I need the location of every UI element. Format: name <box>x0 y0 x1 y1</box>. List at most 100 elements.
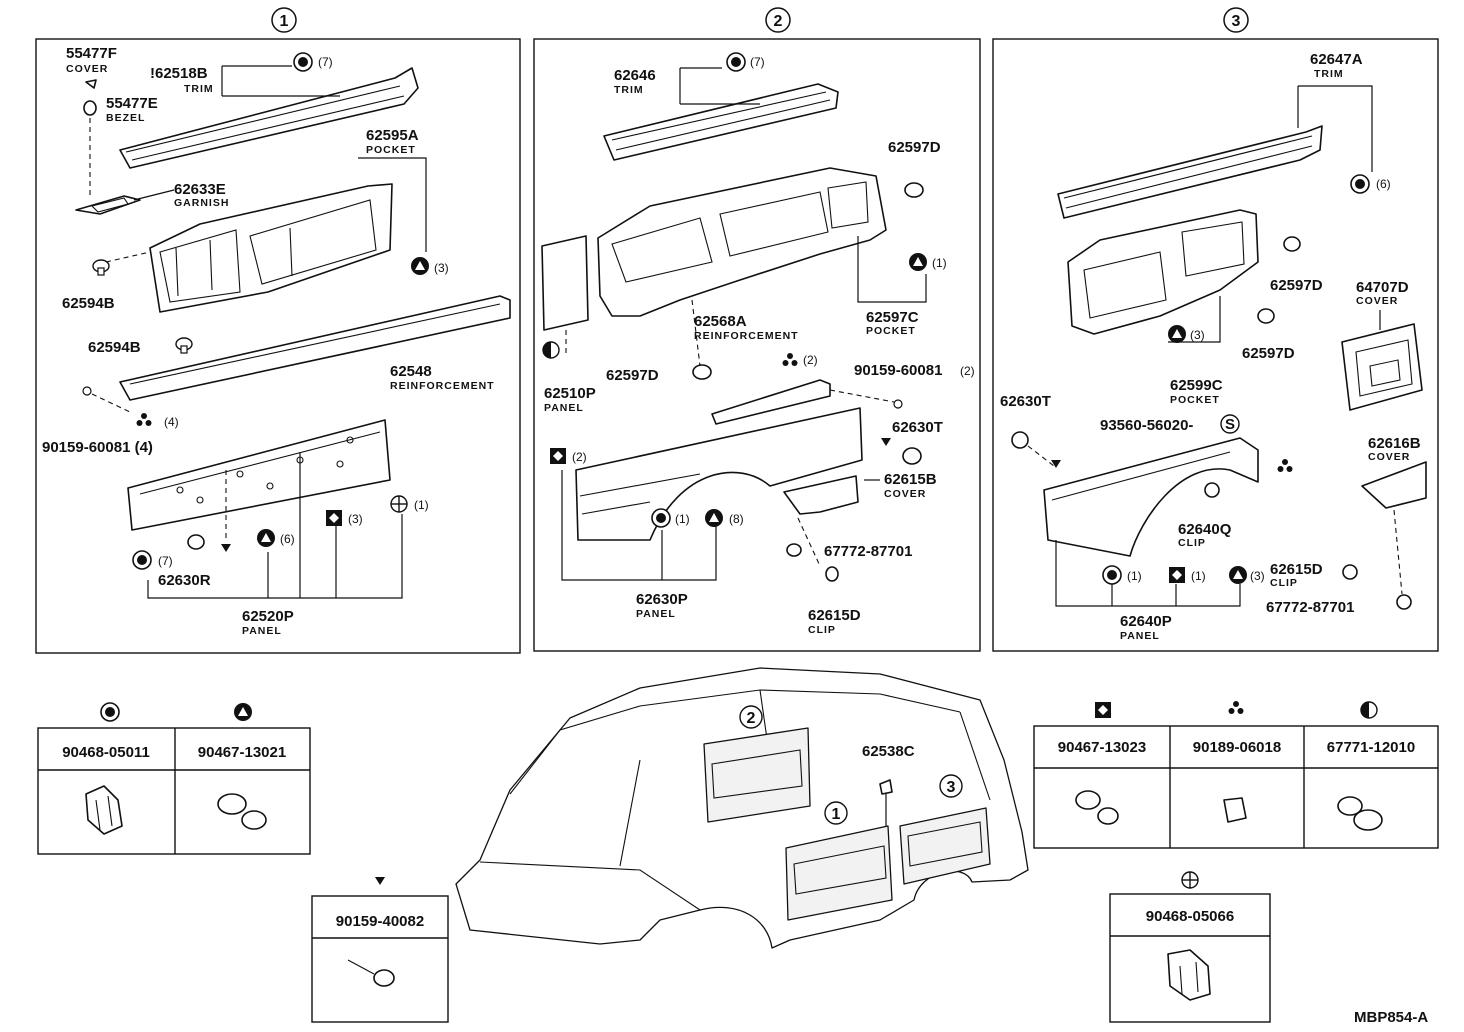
car-panel-3 <box>899 807 991 885</box>
panel-62630P <box>575 407 863 541</box>
svg-text:REINFORCEMENT: REINFORCEMENT <box>390 380 495 392</box>
panel-3: 62647A TRIM (6) 62597D 62597D 64707D COV… <box>1000 51 1427 642</box>
svg-text:POCKET: POCKET <box>366 144 416 156</box>
svg-text:BEZEL: BEZEL <box>106 112 145 124</box>
svg-text:62568A: 62568A <box>694 313 747 330</box>
svg-text:REINFORCEMENT: REINFORCEMENT <box>694 330 799 342</box>
svg-text:62615B: 62615B <box>884 471 937 488</box>
pocket-62597C <box>597 167 887 317</box>
panel-62520P <box>127 419 391 531</box>
svg-text:PANEL: PANEL <box>1120 630 1160 642</box>
panel-2: 62646 TRIM (7) 62597D (1) 62597C POCKET … <box>541 52 975 636</box>
trim-62647A <box>1057 125 1323 219</box>
cover-62615B <box>783 475 859 515</box>
svg-text:2: 2 <box>774 13 783 30</box>
svg-text:2: 2 <box>747 710 756 727</box>
svg-text:90159-60081: 90159-60081 <box>854 362 942 379</box>
cover-62616B <box>1361 461 1427 509</box>
legend-screw: 90159-40082 <box>311 877 449 1023</box>
svg-text:90159-40082: 90159-40082 <box>336 913 424 930</box>
svg-text:62615D: 62615D <box>1270 561 1323 578</box>
svg-text:55477F: 55477F <box>66 45 117 62</box>
svg-text:62646: 62646 <box>614 67 656 84</box>
svg-text:90467-13023: 90467-13023 <box>1058 739 1146 756</box>
reinforcement-62568A <box>711 379 831 425</box>
svg-text:64707D: 64707D <box>1356 279 1409 296</box>
svg-text:(3): (3) <box>348 512 363 526</box>
cover-64707D <box>1341 323 1423 411</box>
svg-text:GARNISH: GARNISH <box>174 197 229 209</box>
figure-code: MBP854-A <box>1354 1009 1428 1026</box>
svg-text:62630T: 62630T <box>892 419 943 436</box>
svg-text:55477E: 55477E <box>106 95 158 112</box>
svg-text:62615D: 62615D <box>808 607 861 624</box>
svg-text:3: 3 <box>1232 13 1241 30</box>
svg-text:(7): (7) <box>750 55 765 69</box>
svg-text:COVER: COVER <box>66 63 108 75</box>
svg-text:(3): (3) <box>434 261 449 275</box>
svg-text:62597D: 62597D <box>1270 277 1323 294</box>
svg-text:TRIM: TRIM <box>614 84 644 96</box>
section-3-marker: 3 <box>1223 7 1249 33</box>
svg-text:COVER: COVER <box>1356 295 1398 307</box>
svg-text:90468-05011: 90468-05011 <box>62 744 150 761</box>
trim-62646 <box>603 83 839 161</box>
panel-2-frame <box>533 38 981 652</box>
screw-62594B-b <box>175 337 193 354</box>
svg-text:67772-87701: 67772-87701 <box>1266 599 1354 616</box>
svg-text:(6): (6) <box>280 532 295 546</box>
svg-text:CLIP: CLIP <box>1270 577 1298 589</box>
svg-text:(2): (2) <box>960 364 975 378</box>
svg-text:62630R: 62630R <box>158 572 211 589</box>
svg-text:PANEL: PANEL <box>636 608 676 620</box>
svg-text:62510P: 62510P <box>544 385 596 402</box>
svg-text:67771-12010: 67771-12010 <box>1327 739 1415 756</box>
svg-text:CLIP: CLIP <box>808 624 836 636</box>
van-illustration: 2 1 3 62538C <box>455 667 1029 949</box>
svg-text:(1): (1) <box>932 256 947 270</box>
panel-1-frame <box>35 38 521 654</box>
svg-text:(2): (2) <box>572 450 587 464</box>
panel-62640P <box>1043 437 1259 557</box>
cover-55477F <box>85 79 97 89</box>
svg-text:3: 3 <box>947 779 956 796</box>
garnish-62633E <box>75 195 141 215</box>
svg-text:TRIM: TRIM <box>184 83 214 95</box>
svg-text:1: 1 <box>280 13 289 30</box>
svg-text:POCKET: POCKET <box>866 325 916 337</box>
svg-text:62597D: 62597D <box>606 367 659 384</box>
svg-text:(7): (7) <box>158 554 173 568</box>
svg-text:62597D: 62597D <box>1242 345 1295 362</box>
panel-3-frame <box>992 38 1439 652</box>
svg-text:COVER: COVER <box>884 488 926 500</box>
svg-text:62640Q: 62640Q <box>1178 521 1232 538</box>
legend-left: 90468-05011 90467-13021 <box>37 702 311 855</box>
svg-text:62633E: 62633E <box>174 181 226 198</box>
section-2-marker: 2 <box>765 7 791 33</box>
svg-text:90189-06018: 90189-06018 <box>1193 739 1281 756</box>
svg-text:67772-87701: 67772-87701 <box>824 543 912 560</box>
svg-text:CLIP: CLIP <box>1178 537 1206 549</box>
svg-text:(1): (1) <box>1191 569 1206 583</box>
svg-text:(2): (2) <box>803 353 818 367</box>
legend-right: 90467-13023 90189-06018 67771-12010 <box>1033 701 1439 849</box>
svg-text:(7): (7) <box>318 55 333 69</box>
svg-text:62538C: 62538C <box>862 743 915 760</box>
svg-text:(8): (8) <box>729 512 744 526</box>
svg-text:(4): (4) <box>164 415 179 429</box>
legend-plus: 90468-05066 <box>1109 871 1271 1023</box>
svg-text:62630T: 62630T <box>1000 393 1051 410</box>
svg-text:!62518B: !62518B <box>150 65 208 82</box>
svg-text:(1): (1) <box>414 498 429 512</box>
svg-text:62548: 62548 <box>390 363 432 380</box>
svg-text:1: 1 <box>832 806 841 823</box>
svg-text:(6): (6) <box>1376 177 1391 191</box>
svg-text:93560-56020-: 93560-56020- <box>1100 417 1193 434</box>
svg-text:62520P: 62520P <box>242 608 294 625</box>
svg-text:62597C: 62597C <box>866 309 919 326</box>
svg-text:62616B: 62616B <box>1368 435 1421 452</box>
svg-text:(3): (3) <box>1250 569 1265 583</box>
svg-text:(3): (3) <box>1190 328 1205 342</box>
svg-text:62647A: 62647A <box>1310 51 1363 68</box>
